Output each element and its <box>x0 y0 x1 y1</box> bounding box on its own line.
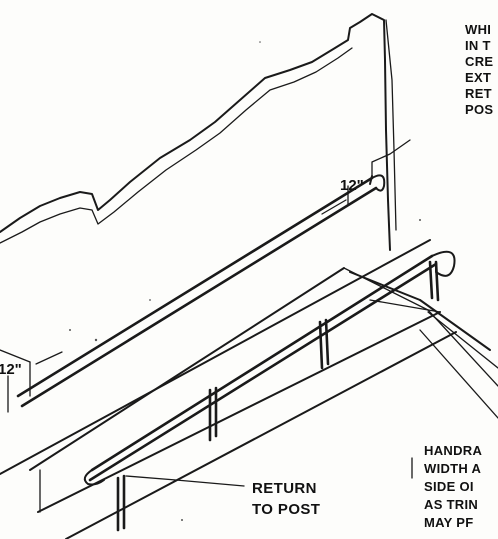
return-callout-leader: RETURN TO POST <box>125 475 320 518</box>
note-bottom-line-2: WIDTH A <box>424 461 482 476</box>
guard-handrail <box>83 250 456 532</box>
note-top-right: WHI IN T CRE EXT RET POS <box>465 22 493 117</box>
note-bottom-line-3: SIDE OI <box>424 479 474 494</box>
note-top-line-6: POS <box>465 102 493 117</box>
lower-dimension: 12" <box>0 351 63 413</box>
note-top-line-4: EXT <box>465 70 491 85</box>
stair-edges <box>0 239 498 539</box>
wall-handrail <box>16 174 386 408</box>
note-top-line-2: IN T <box>465 38 491 53</box>
callout-line-2: TO POST <box>252 501 320 518</box>
note-bottom-right: HANDRA WIDTH A SIDE OI AS TRIN MAY PF <box>411 443 482 530</box>
upper-dimension-label: 12" <box>340 177 364 194</box>
upper-dimension: 12" <box>321 139 411 215</box>
note-top-line-3: CRE <box>465 54 493 69</box>
callout-line-1: RETURN <box>252 480 317 497</box>
note-bottom-line-5: MAY PF <box>424 515 473 530</box>
lower-dimension-label: 12" <box>0 361 22 378</box>
scan-speckles <box>69 41 421 521</box>
note-top-line-1: WHI <box>465 22 491 37</box>
wall-outline <box>0 13 397 251</box>
note-top-line-5: RET <box>465 86 492 101</box>
note-bottom-line-1: HANDRA <box>424 443 482 458</box>
note-bottom-line-4: AS TRIN <box>424 497 478 512</box>
